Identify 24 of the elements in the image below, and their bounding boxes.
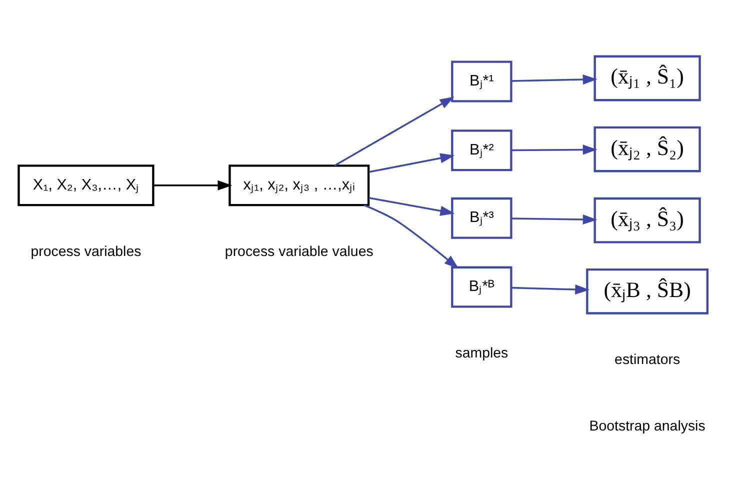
arrow [334,96,454,166]
node-box: (x̄ⱼ₁ , Ŝ₁) [594,55,701,102]
node-box: Bⱼ*¹ [451,60,512,102]
node-box: (x̄ⱼ₃ , Ŝ₃) [594,197,701,244]
node-box: Bⱼ*² [451,130,512,172]
node-box: X₁, X₂, X₃,…, Xⱼ [18,164,154,206]
label: samples [455,345,508,362]
arrow [511,74,598,85]
node-box: Bⱼ*ᴮ [451,266,512,308]
arrow [511,284,590,295]
label: process variable values [224,244,374,260]
label: Bootstrap analysis [589,418,706,435]
arrow [368,153,455,173]
arrow [368,197,455,216]
node-box: Bⱼ*³ [451,197,512,239]
node-box: xⱼ₁, xⱼ₂, xⱼ₃ , …,xⱼᵢ [228,164,370,206]
arrow [364,204,459,269]
label: process variables [30,244,142,260]
arrow [511,214,598,225]
arrow [153,180,232,190]
arrow [511,144,598,155]
node-box: (x̄ⱼB , ŜB) [586,268,709,314]
label: estimators [614,352,680,368]
node-box: (x̄ⱼ₂ , Ŝ₂) [594,126,701,172]
